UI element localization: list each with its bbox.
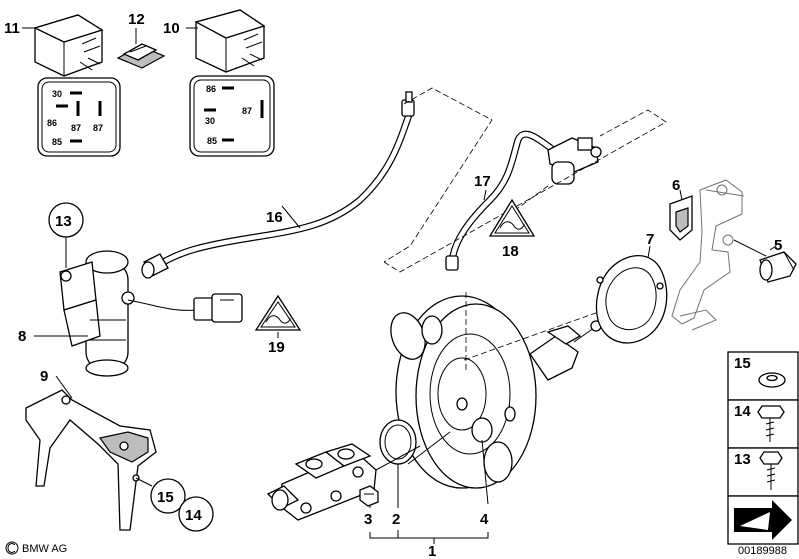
panel-label-15: 15 [734,355,751,372]
svg-text:87: 87 [71,123,81,133]
svg-text:87: 87 [242,106,252,116]
vacuum-pump-8[interactable] [59,250,135,377]
relay-11-pinout: 30 86 87 87 85 [37,77,121,157]
label-12: 12 [128,11,145,28]
svg-text:85: 85 [207,136,217,146]
label-11: 11 [4,20,20,37]
warning-triangle-icon-18 [488,198,536,237]
nut-3[interactable] [359,485,379,507]
clip-6[interactable] [669,195,693,241]
label-13-left: 13 [55,213,72,230]
copyright-icon [5,541,19,555]
footer-brand: BMW AG [22,543,67,555]
label-17: 17 [474,173,491,190]
label-15-left: 15 [157,489,174,506]
label-15-circle [150,478,186,514]
o-ring-2[interactable] [379,419,417,465]
footer-code: 00189988 [738,545,787,557]
label-16: 16 [266,209,283,226]
brake-pedal-linkage [671,179,745,331]
panel-label-13: 13 [734,451,751,468]
svg-text:87: 87 [93,123,103,133]
svg-text:86: 86 [47,118,57,128]
relay-11[interactable] [33,14,104,77]
label-14-left: 14 [185,507,202,524]
bolt-14[interactable] [757,405,785,442]
label-1: 1 [428,543,436,559]
arrow-icon [734,500,792,540]
svg-text:30: 30 [205,116,215,126]
label-4: 4 [480,511,489,528]
pump-bracket-9[interactable] [25,389,157,531]
warning-triangle-icon [254,294,302,331]
relay-clip-12[interactable] [116,43,166,69]
master-cylinder[interactable] [266,443,421,521]
vacuum-line-17[interactable] [445,130,602,271]
label-10: 10 [163,20,180,37]
label-3: 3 [364,511,372,528]
pin-5[interactable] [759,251,797,283]
label-2: 2 [392,511,400,528]
label-9: 9 [40,368,48,385]
label-18: 18 [502,243,519,260]
panel-label-14: 14 [734,403,751,420]
svg-text:86: 86 [206,84,216,94]
vacuum-hose-16[interactable] [141,91,415,279]
pump-cable[interactable] [127,293,243,323]
label-7: 7 [646,231,654,248]
svg-text:85: 85 [52,137,62,147]
label-19: 19 [268,339,285,356]
label-14-circle [178,496,214,532]
washer-15[interactable] [758,372,786,388]
label-8: 8 [18,328,26,345]
gasket-7[interactable] [595,255,668,344]
label-6: 6 [672,177,680,194]
bolt-13[interactable] [759,451,783,490]
relay-10[interactable] [194,9,266,73]
relay-10-pinout: 86 30 87 85 [189,75,275,157]
svg-text:30: 30 [52,89,62,99]
label-5: 5 [774,237,782,254]
